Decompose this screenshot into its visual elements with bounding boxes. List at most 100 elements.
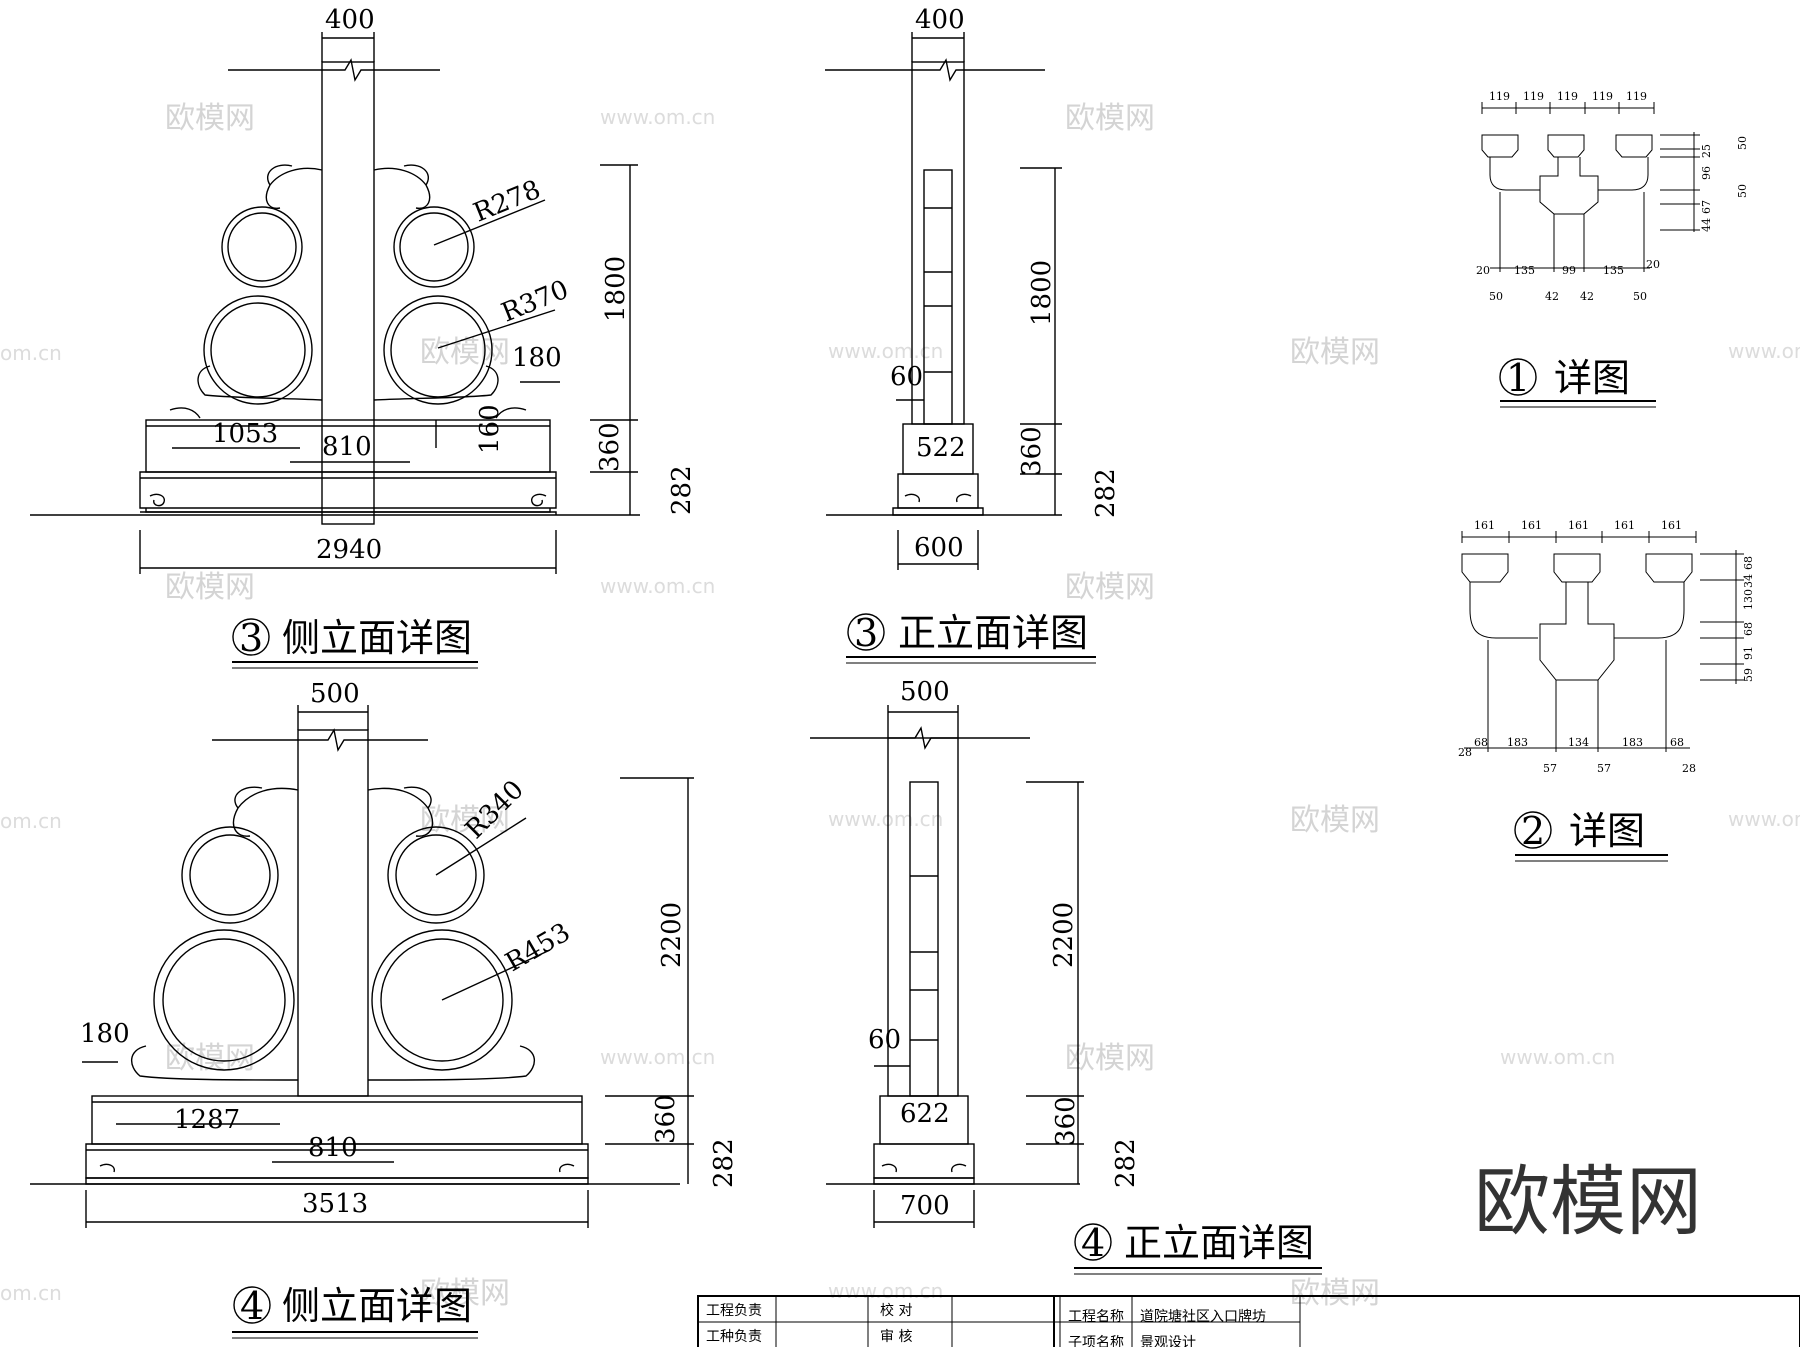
dim-base-height: 360 — [1051, 1096, 1081, 1146]
watermark-brand: 欧模网 — [165, 570, 255, 605]
dim-right: 50 — [1736, 136, 1749, 150]
column — [321, 61, 375, 525]
cloud-ornament-left — [131, 786, 299, 1081]
base-step — [873, 1143, 975, 1179]
dim-right: 68 — [1742, 622, 1755, 636]
dim-bottom: 68 — [1474, 736, 1488, 749]
watermark-url: www.om.cn — [828, 807, 943, 831]
bracket-cap — [1547, 134, 1585, 158]
view-title: 正立面详图 — [1124, 1221, 1314, 1265]
bracket-cap — [1461, 553, 1509, 583]
dim-ear-width: 180 — [80, 1019, 130, 1049]
dim-bottom-2: 50 — [1489, 290, 1503, 303]
ring-top-right — [393, 206, 475, 288]
watermark-brand: 欧模网 — [1065, 101, 1155, 136]
ring-bottom-left — [153, 929, 295, 1071]
dim-top: 161 — [1568, 519, 1589, 532]
watermark-url: om.cn — [0, 809, 62, 833]
watermark-url: www.om.cn — [600, 1045, 715, 1069]
dim-bottom: 183 — [1507, 736, 1528, 749]
dim-bottom: 99 — [1562, 264, 1576, 277]
watermark-url: om.cn — [0, 341, 62, 365]
dim-step: 160 — [475, 404, 505, 454]
dim-top: 119 — [1626, 90, 1647, 103]
view-title: 详图 — [1554, 356, 1630, 400]
ring-bottom-right — [383, 295, 493, 405]
dim-foot-height: 282 — [709, 1138, 739, 1188]
dim-bottom-2: 57 — [1597, 762, 1611, 775]
detail-1 — [1481, 102, 1700, 272]
dim-base-width: 522 — [916, 433, 966, 463]
dim-bottom: 183 — [1622, 736, 1643, 749]
title-block-trade-lead-label: 工种负责 — [706, 1329, 762, 1345]
dim-total-width: 3513 — [302, 1189, 368, 1219]
title-block-check-label: 校 对 — [880, 1302, 912, 1319]
title-block-subitem: 景观设计 — [1140, 1335, 1196, 1347]
title-block-review-label: 审 核 — [880, 1329, 912, 1345]
dim-bottom: 135 — [1603, 264, 1624, 277]
dim-column-width: 400 — [325, 5, 375, 35]
dim-bottom-2: 42 — [1580, 290, 1594, 303]
brand-logo: 欧模网 — [1474, 1157, 1702, 1246]
title-block-project-lead-label: 工程负责 — [706, 1303, 762, 1319]
watermark-url: www.om.cn — [1728, 807, 1800, 831]
bracket-block — [1539, 157, 1599, 215]
view-title: 侧立面详图 — [282, 616, 472, 660]
dim-height: 2200 — [657, 902, 687, 968]
dim-height: 2200 — [1049, 902, 1079, 968]
dim-base-height: 360 — [651, 1094, 681, 1144]
dim-right: 130 — [1742, 589, 1755, 610]
watermark-url: www.om.cn — [600, 105, 715, 129]
dim-center: 810 — [308, 1133, 358, 1163]
dim-center: 810 — [322, 432, 372, 462]
title-block-project-name-label: 工程名称 — [1068, 1309, 1124, 1325]
cloud-ornament-right — [373, 164, 499, 401]
dim-bottom-2: 42 — [1545, 290, 1559, 303]
watermark-brand: 欧模网 — [420, 803, 510, 838]
dim-top: 161 — [1521, 519, 1542, 532]
dim-left-length: 1053 — [212, 419, 278, 449]
dim-radius-bottom: R453 — [501, 917, 576, 978]
title-block — [697, 1295, 1800, 1347]
dim-bottom: 68 — [1670, 736, 1684, 749]
dim-right: 44 — [1700, 218, 1713, 232]
dim-bottom: 134 — [1568, 736, 1589, 749]
bracket-cap — [1615, 134, 1653, 158]
dim-bottom-2: 50 — [1633, 290, 1647, 303]
view-4-front-elevation — [810, 705, 1084, 1228]
watermark-brand: 欧模网 — [1065, 570, 1155, 605]
dim-foot-height: 282 — [1111, 1138, 1141, 1188]
watermark-brand: 欧模网 — [1065, 1041, 1155, 1076]
dim-bottom: 135 — [1514, 264, 1535, 277]
watermark-brand: 欧模网 — [420, 1276, 510, 1311]
dim-radius-bottom: R370 — [497, 275, 572, 329]
watermark-url: www.om.cn — [1728, 339, 1800, 363]
view-3-front-labels: 400 1800 60 522 360 282 600 3 正立面详图 — [846, 5, 1121, 664]
dim-right: 96 — [1700, 166, 1713, 180]
title-block-subitem-label: 子项名称 — [1068, 1335, 1124, 1347]
break-line — [228, 58, 440, 82]
ring-bottom-left — [203, 295, 313, 405]
column — [297, 729, 369, 1097]
dim-left-length: 1287 — [174, 1105, 240, 1135]
ring-top-left — [181, 826, 279, 924]
dim-right: 67 — [1700, 200, 1713, 214]
view-4-front-labels: 500 2200 60 622 360 282 700 4 正立面详图 — [868, 677, 1322, 1275]
dim-top: 119 — [1489, 90, 1510, 103]
detail-2-labels: 161 161 161 161 161 68 34 130 68 91 59 2… — [1458, 519, 1755, 862]
bracket-cap — [1553, 553, 1601, 583]
dim-column-width: 500 — [900, 677, 950, 707]
dim-bottom-2: 57 — [1543, 762, 1557, 775]
ring-bottom-right — [371, 929, 513, 1071]
view-number-circle — [232, 618, 270, 656]
dim-top: 161 — [1614, 519, 1635, 532]
watermark-brand: 欧模网 — [420, 335, 510, 370]
watermark-brand: 欧模网 — [1290, 803, 1380, 838]
view-3-side-elevation — [30, 32, 640, 574]
view-number: 3 — [854, 611, 878, 655]
title-block-text: 工程负责 校 对 工程名称 道院塘社区入口牌坊 工种负责 审 核 子项名称 景观… — [706, 1302, 1266, 1347]
view-title: 详图 — [1569, 809, 1645, 853]
view-number: 4 — [240, 1284, 264, 1328]
watermark-brand: 欧模网 — [1290, 1276, 1380, 1311]
